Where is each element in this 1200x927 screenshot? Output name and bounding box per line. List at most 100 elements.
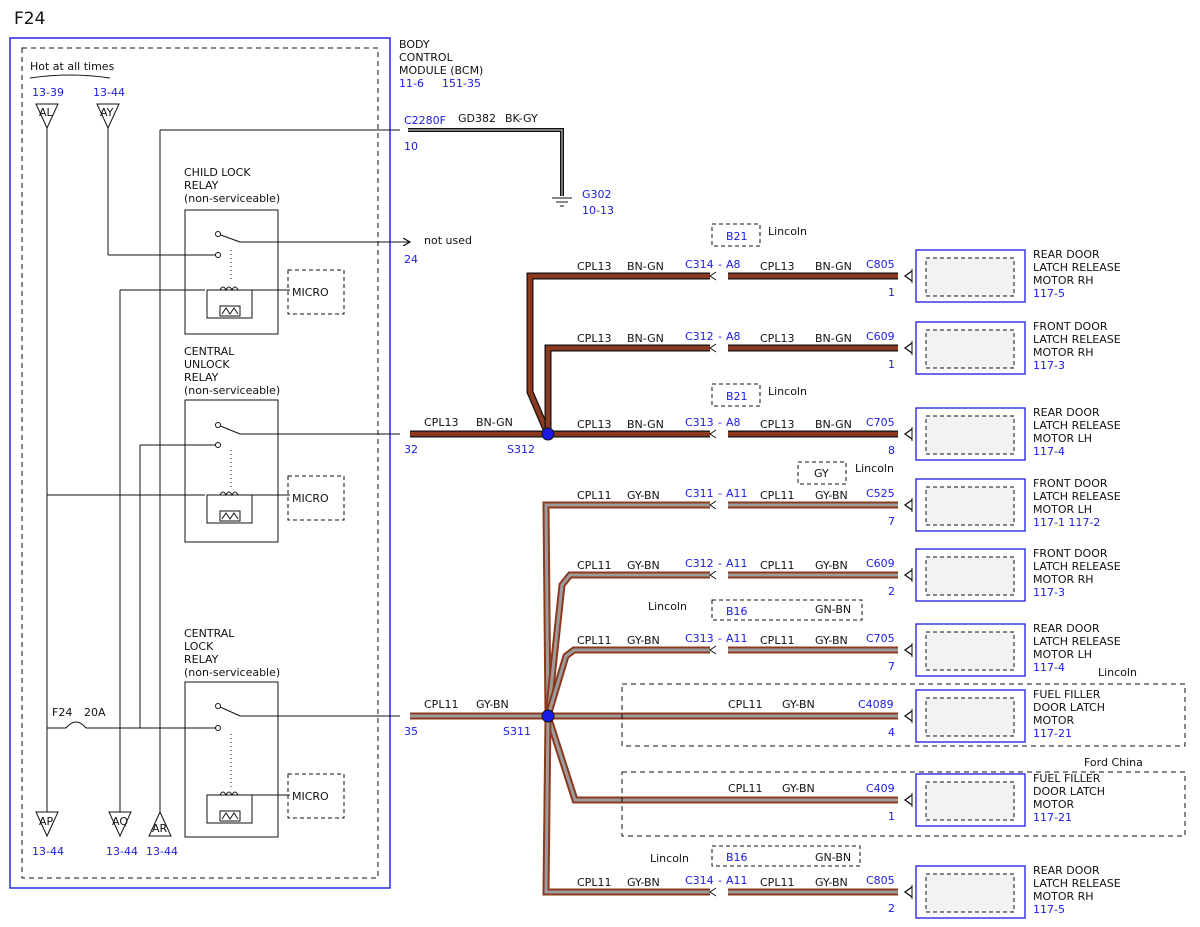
device-name-line: LATCH RELEASE [1033, 490, 1121, 503]
option-note-4: Lincoln B16 GN-BN [648, 599, 863, 621]
option-note-1: B21 Lincoln [711, 223, 807, 247]
device-connector-label: C805 [866, 874, 895, 887]
device-inner [925, 257, 1015, 297]
connector-arrow [903, 886, 913, 898]
svg-text:B21: B21 [726, 230, 748, 243]
device-name-line: MOTOR LH [1033, 503, 1092, 516]
option-region-lincoln [621, 683, 1186, 747]
wire-circuit-label: CPL13 [760, 332, 794, 345]
wire-color-label: GY-BN [627, 876, 660, 889]
device-name-line: DOOR LATCH [1033, 785, 1105, 798]
svg-text:GD382: GD382 [458, 112, 496, 125]
device-inner [925, 486, 1015, 526]
svg-text:13-39: 13-39 [32, 86, 64, 99]
device-name-line: MOTOR RH [1033, 346, 1094, 359]
power-input-ay: 13-44 AY [93, 86, 125, 130]
option-note-3: GY Lincoln [797, 461, 894, 485]
option-note-5: Lincoln [1098, 666, 1137, 679]
bcm-label-1: BODY [399, 38, 430, 51]
device-ref: 117-21 [1033, 727, 1072, 740]
svg-text:20A: 20A [84, 706, 106, 719]
svg-text:AY: AY [100, 106, 114, 119]
inline-dash: - [718, 416, 722, 429]
svg-text:24: 24 [404, 253, 418, 266]
wire-circuit-label: CPL11 [760, 634, 794, 647]
bcm-inner-outline [21, 47, 379, 879]
inline-connector-label: C313 [685, 416, 714, 429]
svg-text:CPL13: CPL13 [424, 416, 458, 429]
inline-connector-label: C314 [685, 258, 714, 271]
device-ref: 117-3 [1033, 586, 1065, 599]
device-connector-label: C409 [866, 782, 895, 795]
svg-text:Ford China: Ford China [1084, 756, 1143, 769]
inline-pin-label: A11 [726, 874, 748, 887]
svg-text:(non-serviceable): (non-serviceable) [184, 384, 280, 397]
device-name-line: MOTOR LH [1033, 432, 1092, 445]
wire-color-label: GY-BN [815, 489, 848, 502]
wire-circuit-label: CPL13 [577, 332, 611, 345]
inline-pin-label: A8 [726, 330, 741, 343]
device-ref: 117-21 [1033, 811, 1072, 824]
inline-pin-label: A11 [726, 632, 748, 645]
device-connector-label: C705 [866, 632, 895, 645]
bcm-pin-32: 32 CPL13 BN-GN S312 [404, 416, 535, 456]
not-used-pin: 24 not used [392, 234, 472, 266]
device-inner [925, 697, 1015, 737]
power-output-ap: AP 13-44 [32, 811, 64, 858]
power-output-aq: AQ 13-44 [106, 811, 138, 858]
device-name-line: REAR DOOR [1033, 248, 1100, 261]
relay-child-lock: CHILD LOCK RELAY (non-serviceable) MICRO [184, 166, 400, 335]
device-pin-label: 1 [888, 810, 895, 823]
power-output-ar: AR 13-44 [146, 810, 178, 858]
svg-text:GN-BN: GN-BN [815, 603, 851, 616]
device-inner [925, 781, 1015, 821]
wire-color-label: GY-BN [782, 782, 815, 795]
svg-text:RELAY: RELAY [184, 653, 219, 666]
device-name-line: LATCH RELEASE [1033, 333, 1121, 346]
page-title: F24 [14, 9, 45, 29]
wire-circuit-label: CPL13 [577, 260, 611, 273]
option-region-ford-china [621, 771, 1186, 837]
bcm-ref-2: 151-35 [442, 77, 481, 90]
svg-text:10: 10 [404, 140, 418, 153]
svg-text:UNLOCK: UNLOCK [184, 358, 230, 371]
relay-central-unlock: CENTRAL UNLOCK RELAY (non-serviceable) M… [184, 345, 400, 543]
device-inner [925, 873, 1015, 913]
svg-text:GY-BN: GY-BN [476, 698, 509, 711]
device-name-line: MOTOR RH [1033, 573, 1094, 586]
wire-circuit-label: CPL11 [577, 489, 611, 502]
wire-color-label: GY-BN [627, 634, 660, 647]
connector-arrow [903, 710, 913, 722]
svg-text:MICRO: MICRO [292, 492, 329, 505]
device-inner [925, 415, 1015, 455]
wire-color-label: BN-GN [815, 418, 852, 431]
svg-text:13-44: 13-44 [93, 86, 125, 99]
wire-circuit-label: CPL11 [760, 876, 794, 889]
device-connector-label: C4089 [858, 698, 894, 711]
inline-connector-label: C311 [685, 487, 714, 500]
wire-circuit-label: CPL13 [760, 260, 794, 273]
device-name-line: MOTOR RH [1033, 890, 1094, 903]
device-inner [925, 631, 1015, 671]
relay-central-lock: CENTRAL LOCK RELAY (non-serviceable) MIC… [184, 627, 400, 838]
wire-color-label: GY-BN [815, 559, 848, 572]
wire-color-label: BN-GN [815, 332, 852, 345]
device-name-line: FRONT DOOR [1033, 547, 1108, 560]
svg-text:10-13: 10-13 [582, 204, 614, 217]
wire-color-label: GY-BN [815, 634, 848, 647]
device-pin-label: 7 [888, 660, 895, 673]
option-note-6: Ford China [1084, 756, 1143, 769]
svg-text:G302: G302 [582, 188, 612, 201]
hot-brace [29, 74, 111, 79]
svg-text:Lincoln: Lincoln [1098, 666, 1137, 679]
device-name-line: LATCH RELEASE [1033, 877, 1121, 890]
wire-color-label: GY-BN [815, 876, 848, 889]
device-name-line: MOTOR [1033, 714, 1075, 727]
device-pin-label: 1 [888, 286, 895, 299]
device-inner [925, 556, 1015, 596]
device-ref: 117-4 [1033, 445, 1065, 458]
bcm-pin-35: 35 CPL11 GY-BN S311 [404, 698, 531, 738]
svg-text:B16: B16 [726, 851, 748, 864]
device-ref: 117-4 [1033, 661, 1065, 674]
device-name-line: LATCH RELEASE [1033, 560, 1121, 573]
